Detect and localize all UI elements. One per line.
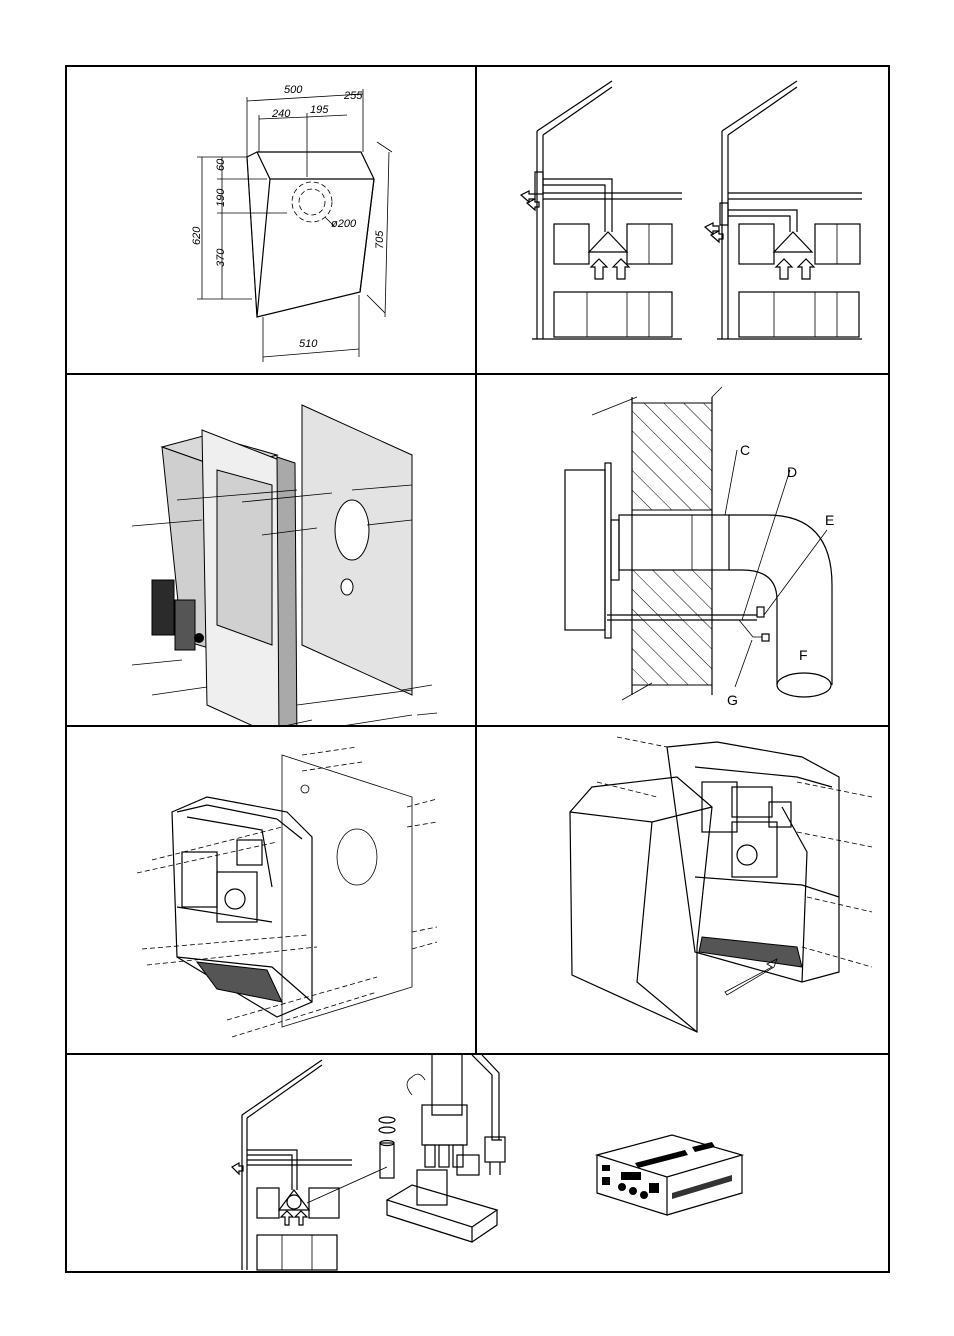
mounting-parts [379, 1055, 505, 1242]
panel-wall-section: C D E F G [477, 375, 892, 725]
accessories-drawing [67, 1055, 892, 1275]
panel-hood-mounting [67, 727, 475, 1053]
callout-c: C [740, 442, 750, 458]
callout-e: E [825, 512, 834, 528]
panel-dimensions: 500 255 240 195 60 190 620 370 705 ø200 … [67, 67, 475, 373]
dim-240: 240 [271, 108, 291, 120]
instruction-sheet: 500 255 240 195 60 190 620 370 705 ø200 … [65, 65, 890, 1273]
hood-mounting-drawing [67, 727, 475, 1053]
dim-620: 620 [191, 226, 203, 245]
callout-d: D [787, 464, 797, 480]
dimension-drawing: 500 255 240 195 60 190 620 370 705 ø200 … [67, 67, 475, 373]
panel-motor-exploded [67, 375, 475, 725]
cover-mounting-drawing [477, 727, 892, 1053]
dim-diameter-200: ø200 [331, 218, 357, 230]
control-box [597, 1135, 742, 1215]
dim-370: 370 [215, 248, 227, 267]
motor-exploded-drawing [67, 375, 475, 725]
dim-190: 190 [215, 188, 227, 207]
dim-60: 60 [215, 158, 227, 171]
panel-accessories [67, 1055, 892, 1275]
dim-510: 510 [299, 338, 318, 350]
dim-705: 705 [374, 230, 386, 249]
house-ventilation-drawing [477, 67, 892, 373]
callout-f: F [799, 647, 808, 663]
dim-255: 255 [343, 90, 363, 102]
small-house [232, 1060, 387, 1270]
callout-g: G [727, 692, 738, 708]
house-right [705, 81, 862, 339]
dim-500: 500 [284, 84, 303, 96]
wall-section-drawing: C D E F G [477, 375, 892, 725]
house-left [521, 81, 682, 339]
panel-cover-mounting [477, 727, 892, 1053]
panel-house-ventilation [477, 67, 892, 373]
dim-195: 195 [310, 104, 329, 116]
